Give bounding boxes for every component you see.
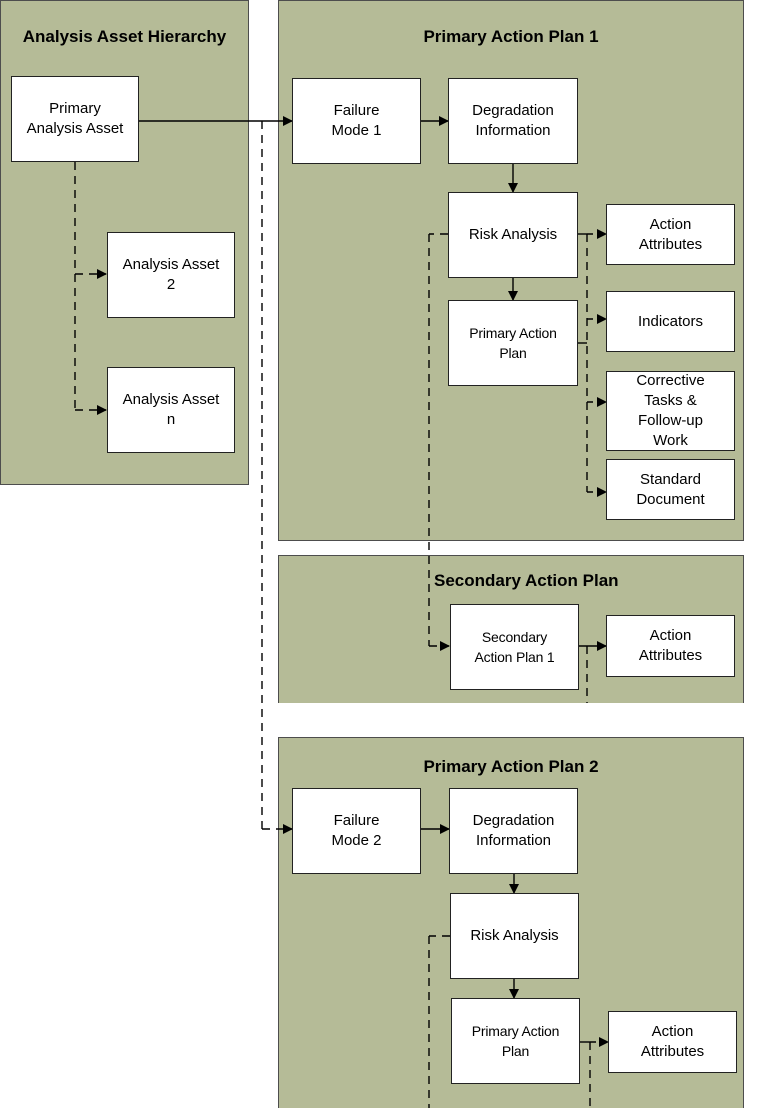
secondary-action-plan-title: Secondary Action Plan	[434, 571, 619, 590]
analysis-asset-hierarchy-title: Analysis Asset Hierarchy	[22, 27, 227, 46]
action-attributes-secondary-box[interactable]: Action Attributes	[606, 615, 735, 677]
analysis-asset-n-box[interactable]: Analysis Asset n	[107, 367, 235, 453]
analysis-asset-2-box[interactable]: Analysis Asset 2	[107, 232, 235, 318]
primary-action-plan-1-title: Primary Action Plan 1	[423, 27, 599, 46]
failure-mode-2-box[interactable]: Failure Mode 2	[292, 788, 421, 874]
primary-action-plan-2-box[interactable]: Primary Action Plan	[451, 998, 580, 1084]
degradation-information-1-box[interactable]: Degradation Information	[448, 78, 578, 164]
degradation-information-2-box[interactable]: Degradation Information	[449, 788, 578, 874]
indicators-box[interactable]: Indicators	[606, 291, 735, 352]
action-attributes-1-box[interactable]: Action Attributes	[606, 204, 735, 265]
risk-analysis-1-box[interactable]: Risk Analysis	[448, 192, 578, 278]
risk-analysis-2-box[interactable]: Risk Analysis	[450, 893, 579, 979]
action-attributes-2-box[interactable]: Action Attributes	[608, 1011, 737, 1073]
standard-document-box[interactable]: Standard Document	[606, 459, 735, 520]
failure-mode-1-box[interactable]: Failure Mode 1	[292, 78, 421, 164]
secondary-action-plan-1-box[interactable]: Secondary Action Plan 1	[450, 604, 579, 690]
primary-analysis-asset-box[interactable]: Primary Analysis Asset	[11, 76, 139, 162]
primary-action-plan-2-title: Primary Action Plan 2	[423, 757, 599, 776]
corrective-tasks-box[interactable]: Corrective Tasks & Follow-up Work	[606, 371, 735, 451]
primary-action-plan-1-box[interactable]: Primary Action Plan	[448, 300, 578, 386]
